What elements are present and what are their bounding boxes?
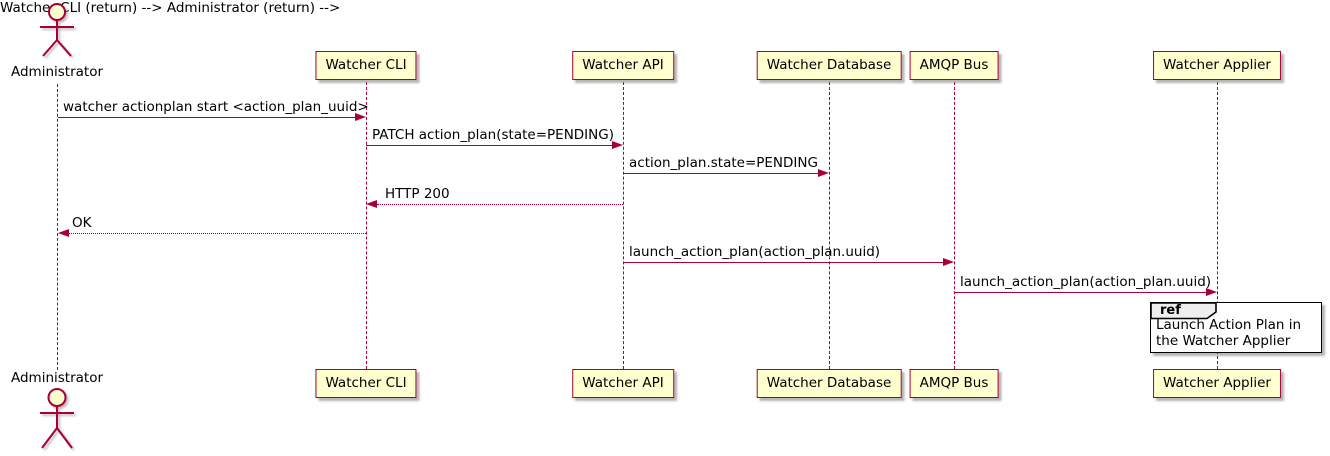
message-label-patch-action-plan: PATCH action_plan(state=PENDING) <box>372 127 614 143</box>
lifeline-watcher-cli <box>365 82 367 369</box>
message-label-state-pending: action_plan.state=PENDING <box>629 155 818 171</box>
actor-label-top: Administrator <box>10 64 104 80</box>
lifeline-watcher-api <box>622 82 624 369</box>
lifeline-watcher-applier <box>1216 82 1218 369</box>
arrowhead-right-icon <box>818 169 829 177</box>
arrowhead-left-icon <box>366 200 377 208</box>
ref-keyword: ref <box>1160 303 1181 318</box>
arrowhead-right-icon <box>355 113 366 121</box>
message-line <box>623 262 944 263</box>
ref-text: Launch Action Plan in the Watcher Applie… <box>1156 317 1302 349</box>
message-line <box>377 204 623 205</box>
actor-icon <box>40 388 74 449</box>
message-label-http-200: HTTP 200 <box>385 186 450 202</box>
participant-watcher-database-top: Watcher Database <box>756 51 902 80</box>
message-label-ok: OK <box>72 215 92 231</box>
lifeline-watcher-database <box>828 82 830 369</box>
message-line <box>954 292 1207 293</box>
message-label-launch-action-plan-2: launch_action_plan(action_plan.uuid) <box>960 274 1212 290</box>
arrowhead-left-icon <box>58 229 69 237</box>
message-line <box>69 233 366 234</box>
participant-watcher-cli-top: Watcher CLI <box>315 51 417 80</box>
participant-watcher-database-bottom: Watcher Database <box>756 369 902 398</box>
participant-amqp-bus-top: AMQP Bus <box>909 51 999 80</box>
message-line <box>623 173 819 174</box>
lifeline-amqp-bus <box>953 82 955 369</box>
participant-watcher-api-bottom: Watcher API <box>572 369 674 398</box>
ref-tab-icon <box>1150 302 1217 320</box>
message-label-actionplan-start: watcher actionplan start <action_plan_uu… <box>63 99 369 115</box>
message-line <box>58 117 356 118</box>
arrowhead-right-icon <box>612 141 623 149</box>
participant-watcher-applier-top: Watcher Applier <box>1153 51 1281 80</box>
actor-label-bottom: Administrator <box>10 370 104 386</box>
arrowhead-right-icon <box>1206 288 1217 296</box>
participant-amqp-bus-bottom: AMQP Bus <box>909 369 999 398</box>
participant-watcher-api-top: Watcher API <box>572 51 674 80</box>
participant-watcher-cli-bottom: Watcher CLI <box>315 369 417 398</box>
lifeline-administrator <box>57 84 58 370</box>
actor-icon <box>40 3 74 57</box>
ref-fragment: ref Launch Action Plan in the Watcher Ap… <box>1150 302 1322 353</box>
participant-watcher-applier-bottom: Watcher Applier <box>1153 369 1281 398</box>
arrowhead-right-icon <box>943 258 954 266</box>
message-line <box>366 145 613 146</box>
message-label-launch-action-plan-1: launch_action_plan(action_plan.uuid) <box>629 244 881 260</box>
